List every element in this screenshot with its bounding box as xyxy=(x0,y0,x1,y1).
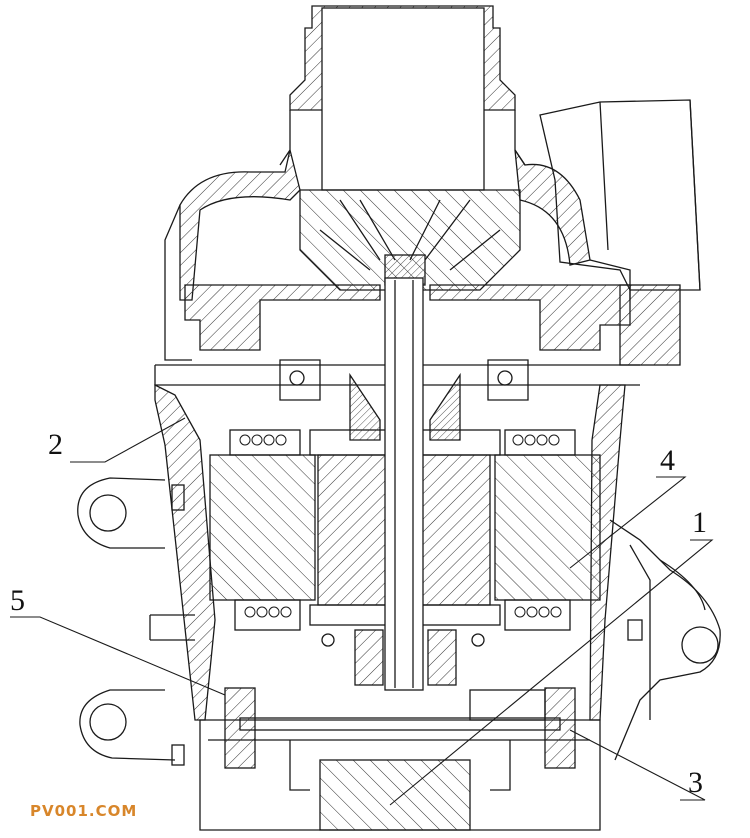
callout-2: 2 xyxy=(48,428,63,461)
callout-1: 1 xyxy=(692,506,707,539)
watermark-text: PV001.COM xyxy=(30,802,138,820)
control-board xyxy=(224,687,576,831)
callout-5: 5 xyxy=(10,584,25,617)
callout-4: 4 xyxy=(660,444,675,477)
stator xyxy=(209,429,601,631)
callout-3: 3 xyxy=(688,766,703,799)
bearings xyxy=(279,359,529,647)
outlet-pipe xyxy=(279,5,526,191)
impeller xyxy=(299,189,521,291)
leader-lines xyxy=(10,417,714,806)
stator-windings xyxy=(239,434,562,618)
shaft xyxy=(349,277,461,691)
left-mounting-bracket xyxy=(77,477,195,766)
right-mounting-bracket xyxy=(609,519,721,761)
